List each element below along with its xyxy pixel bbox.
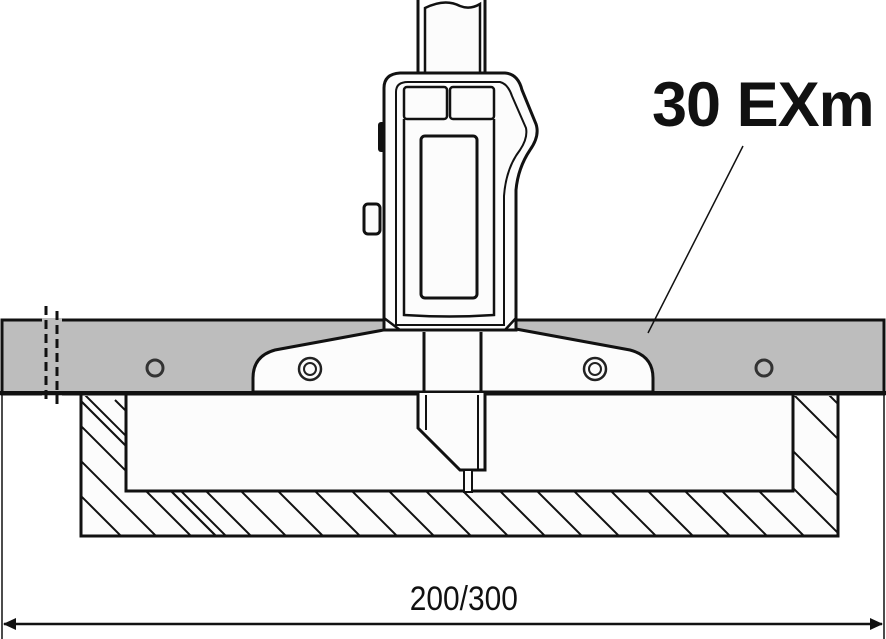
caliper-beam: [416, 0, 487, 74]
dimension-line: [1, 394, 885, 639]
lock-knob-icon: [362, 202, 382, 236]
workpiece-recess: [124, 394, 795, 493]
depth-rod: [416, 332, 487, 493]
screw-icon: [297, 356, 323, 382]
button-left: [402, 85, 449, 121]
hole-icon: [754, 358, 774, 378]
leader-line: [647, 145, 744, 334]
dimension-label: 200/300: [409, 580, 518, 618]
caliper-body: [362, 71, 539, 332]
screw-icon: [582, 356, 608, 382]
arrow-left-icon: [3, 618, 16, 630]
arrow-right-icon: [870, 618, 883, 630]
display-window: [419, 134, 479, 300]
button-right: [448, 85, 496, 121]
model-label: 30 EXm: [652, 70, 875, 140]
hole-icon: [145, 358, 165, 378]
